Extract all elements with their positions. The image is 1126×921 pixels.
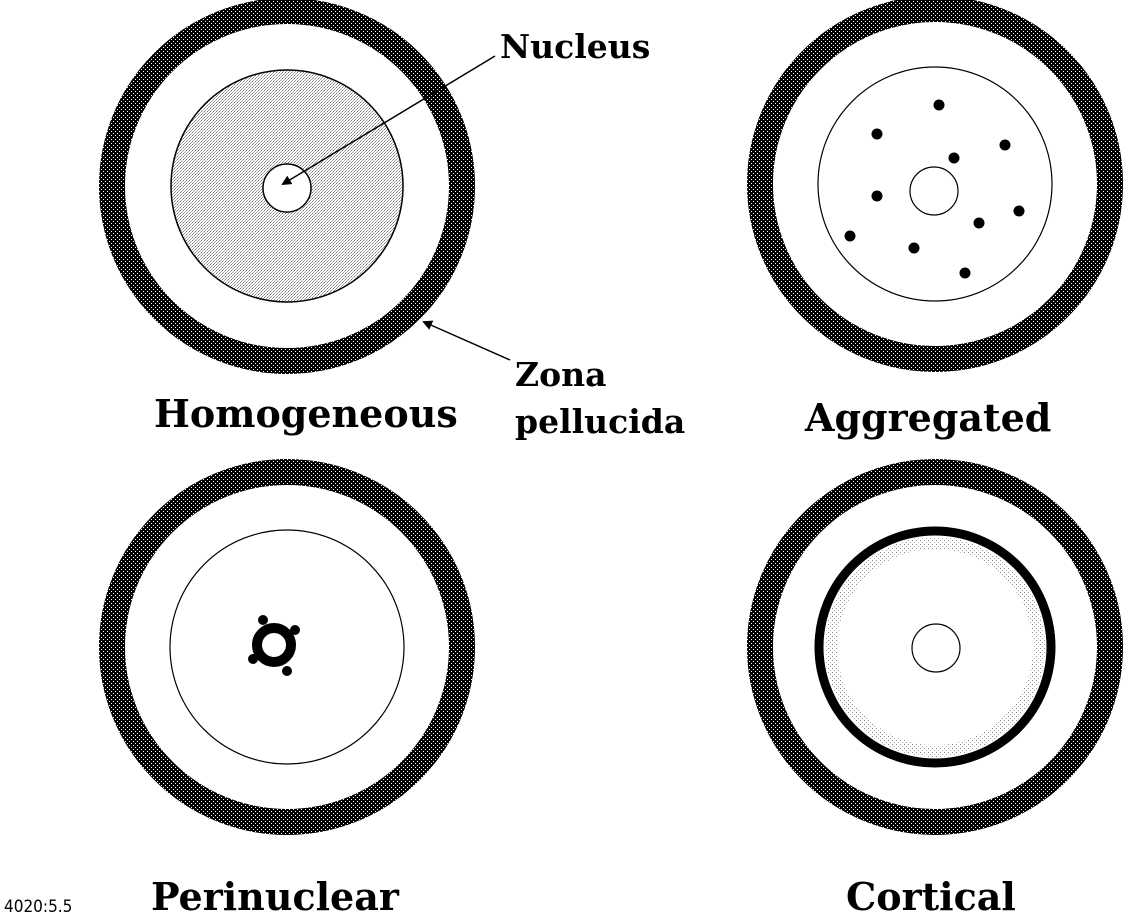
nucleus-label: Nucleus xyxy=(500,27,650,66)
granule xyxy=(290,625,300,635)
aggregate-dot xyxy=(845,231,856,242)
zona-label-line1: Zona xyxy=(515,355,606,394)
cortical-caption: Cortical xyxy=(846,874,1016,919)
zona-label-line2: pellucida xyxy=(515,402,685,441)
granule xyxy=(282,666,292,676)
aggregate-dot xyxy=(949,153,960,164)
homogeneous-oocyte xyxy=(112,11,462,361)
figure-code: 4020:5.5 xyxy=(4,897,72,917)
perinuclear-caption: Perinuclear xyxy=(151,874,400,919)
aggregate-dot xyxy=(872,129,883,140)
granule xyxy=(248,654,258,664)
aggregate-dot xyxy=(872,191,883,202)
aggregate-dot xyxy=(1000,140,1011,151)
zona-arrow xyxy=(424,322,510,360)
aggregate-dot xyxy=(909,243,920,254)
aggregate-dot xyxy=(934,100,945,111)
aggregate-dot xyxy=(960,268,971,279)
nucleus xyxy=(910,167,958,215)
nucleus xyxy=(912,624,960,672)
granule xyxy=(258,615,268,625)
cortical-oocyte xyxy=(760,472,1110,822)
aggregated-caption: Aggregated xyxy=(804,395,1051,440)
aggregated-oocyte xyxy=(760,9,1110,359)
perinuclear-ring xyxy=(257,628,291,662)
aggregate-dot xyxy=(1014,206,1025,217)
aggregate-dot xyxy=(974,218,985,229)
homogeneous-caption: Homogeneous xyxy=(154,391,458,436)
perinuclear-oocyte xyxy=(112,472,462,822)
